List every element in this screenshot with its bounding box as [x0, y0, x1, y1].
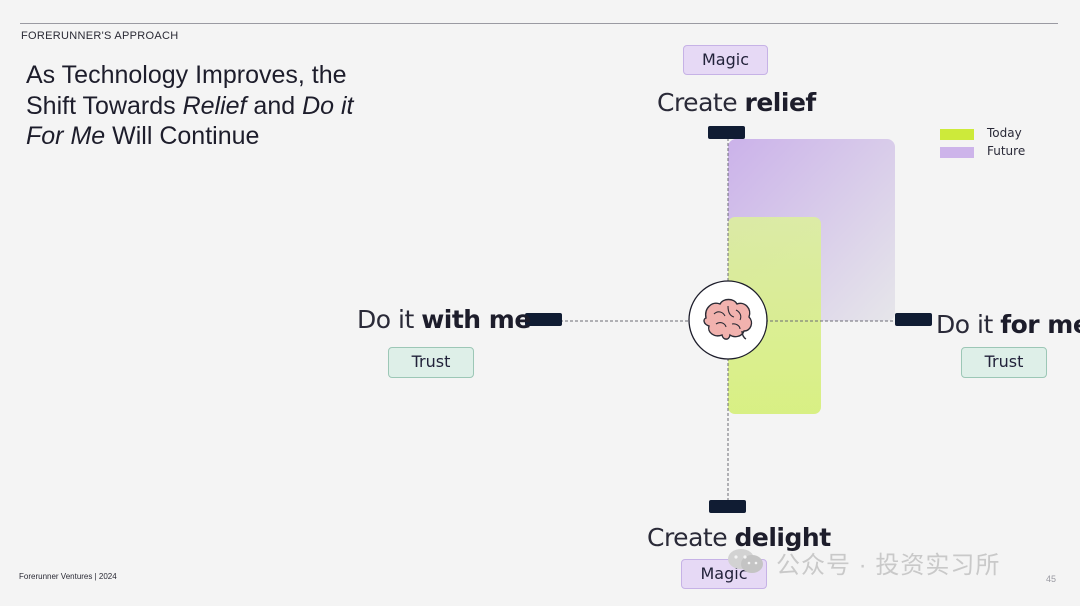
headline-doit: Do it For Me	[26, 91, 354, 151]
trust-tag-left: Trust	[388, 347, 474, 378]
page-title: As Technology Improves, the Shift Toward…	[26, 60, 356, 152]
top-divider	[20, 23, 1058, 24]
axis-right-bold: for me	[1000, 310, 1080, 339]
watermark-text: 公众号 · 投资实习所	[776, 552, 1001, 579]
axis-marker-bottom	[709, 500, 746, 513]
axis-marker-left	[525, 313, 562, 326]
magic-tag-top: Magic	[683, 45, 768, 75]
legend-swatch-future	[940, 147, 974, 158]
axis-marker-top	[708, 126, 745, 139]
axis-top-pre: Create	[657, 88, 745, 117]
wechat-icon	[728, 549, 763, 573]
brain-icon	[703, 298, 753, 340]
legend-future-label: Future	[987, 144, 1026, 158]
headline-part-2: and	[246, 91, 303, 120]
headline-part-3: Will Continue	[105, 122, 260, 150]
axis-label-right: Do it for me	[936, 310, 1080, 339]
axis-label-left: Do it with me	[357, 305, 531, 334]
headline-relief: Relief	[182, 91, 247, 120]
axis-top-bold: relief	[744, 88, 817, 117]
axis-right-pre: Do it	[936, 310, 1001, 339]
footer-credit: Forerunner Ventures | 2024	[19, 572, 117, 581]
legend-swatch-today	[940, 129, 974, 140]
today-region	[728, 217, 821, 414]
axis-bottom-pre: Create	[647, 523, 735, 552]
axis-left-bold: with me	[421, 305, 531, 334]
axis-bottom-bold: delight	[734, 523, 832, 552]
trust-tag-right: Trust	[961, 347, 1047, 378]
headline-part-1: As Technology Improves, the Shift Toward…	[26, 61, 347, 120]
page-number: 45	[1046, 574, 1057, 584]
axis-label-top: Create relief	[657, 88, 816, 117]
section-label: FORERUNNER'S APPROACH	[21, 30, 179, 42]
axis-marker-right	[895, 313, 932, 326]
legend-today-label: Today	[987, 126, 1022, 140]
axis-label-bottom: Create delight	[647, 523, 831, 552]
axis-left-pre: Do it	[357, 305, 422, 334]
magic-tag-bottom: Magic	[681, 559, 767, 589]
